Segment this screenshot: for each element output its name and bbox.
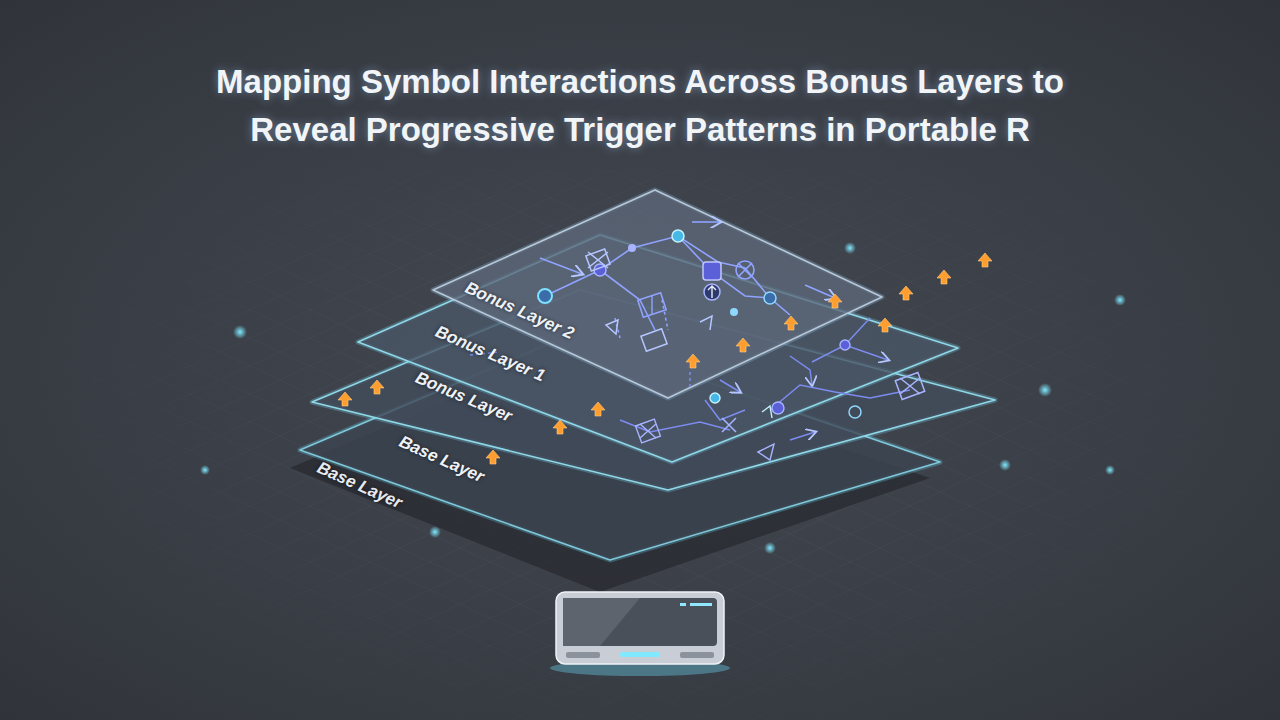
top-layer-symbols [540,222,835,338]
lower-symbol-icons [636,340,925,460]
lower-layer-symbols [470,318,910,440]
trigger-arrows [338,253,992,464]
diagram-title: Mapping Symbol Interactions Across Bonus… [160,58,1120,154]
portable-device [550,592,730,676]
symbol-icons [538,230,776,351]
